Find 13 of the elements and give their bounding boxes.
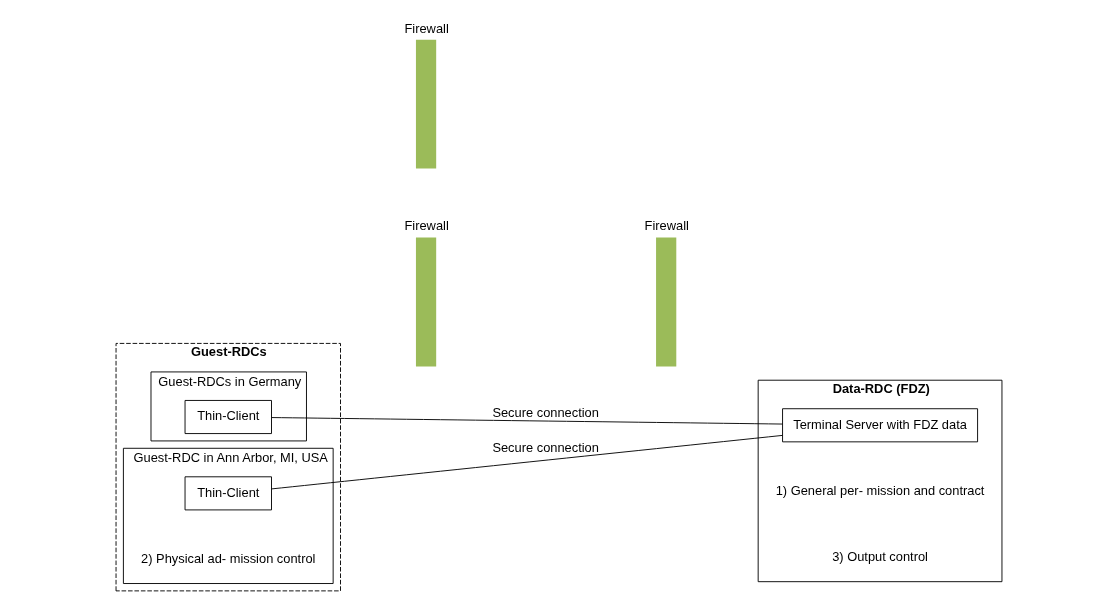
node-box: Thin-Client: [184, 476, 272, 511]
edge-label: Secure connection: [491, 440, 599, 456]
edge-label: Secure connection: [491, 405, 599, 421]
connector: [270, 434, 783, 490]
node-label: Firewall: [403, 218, 449, 234]
node-bar: [415, 39, 436, 169]
node-label: Firewall: [403, 20, 449, 36]
node-bar: [655, 237, 676, 367]
node-box: Terminal Server with FDZ data: [781, 408, 978, 443]
node-box: Thin-Client: [184, 400, 272, 434]
node-bar: [415, 237, 436, 367]
node-label: Firewall: [644, 218, 689, 234]
connector: [270, 417, 783, 425]
